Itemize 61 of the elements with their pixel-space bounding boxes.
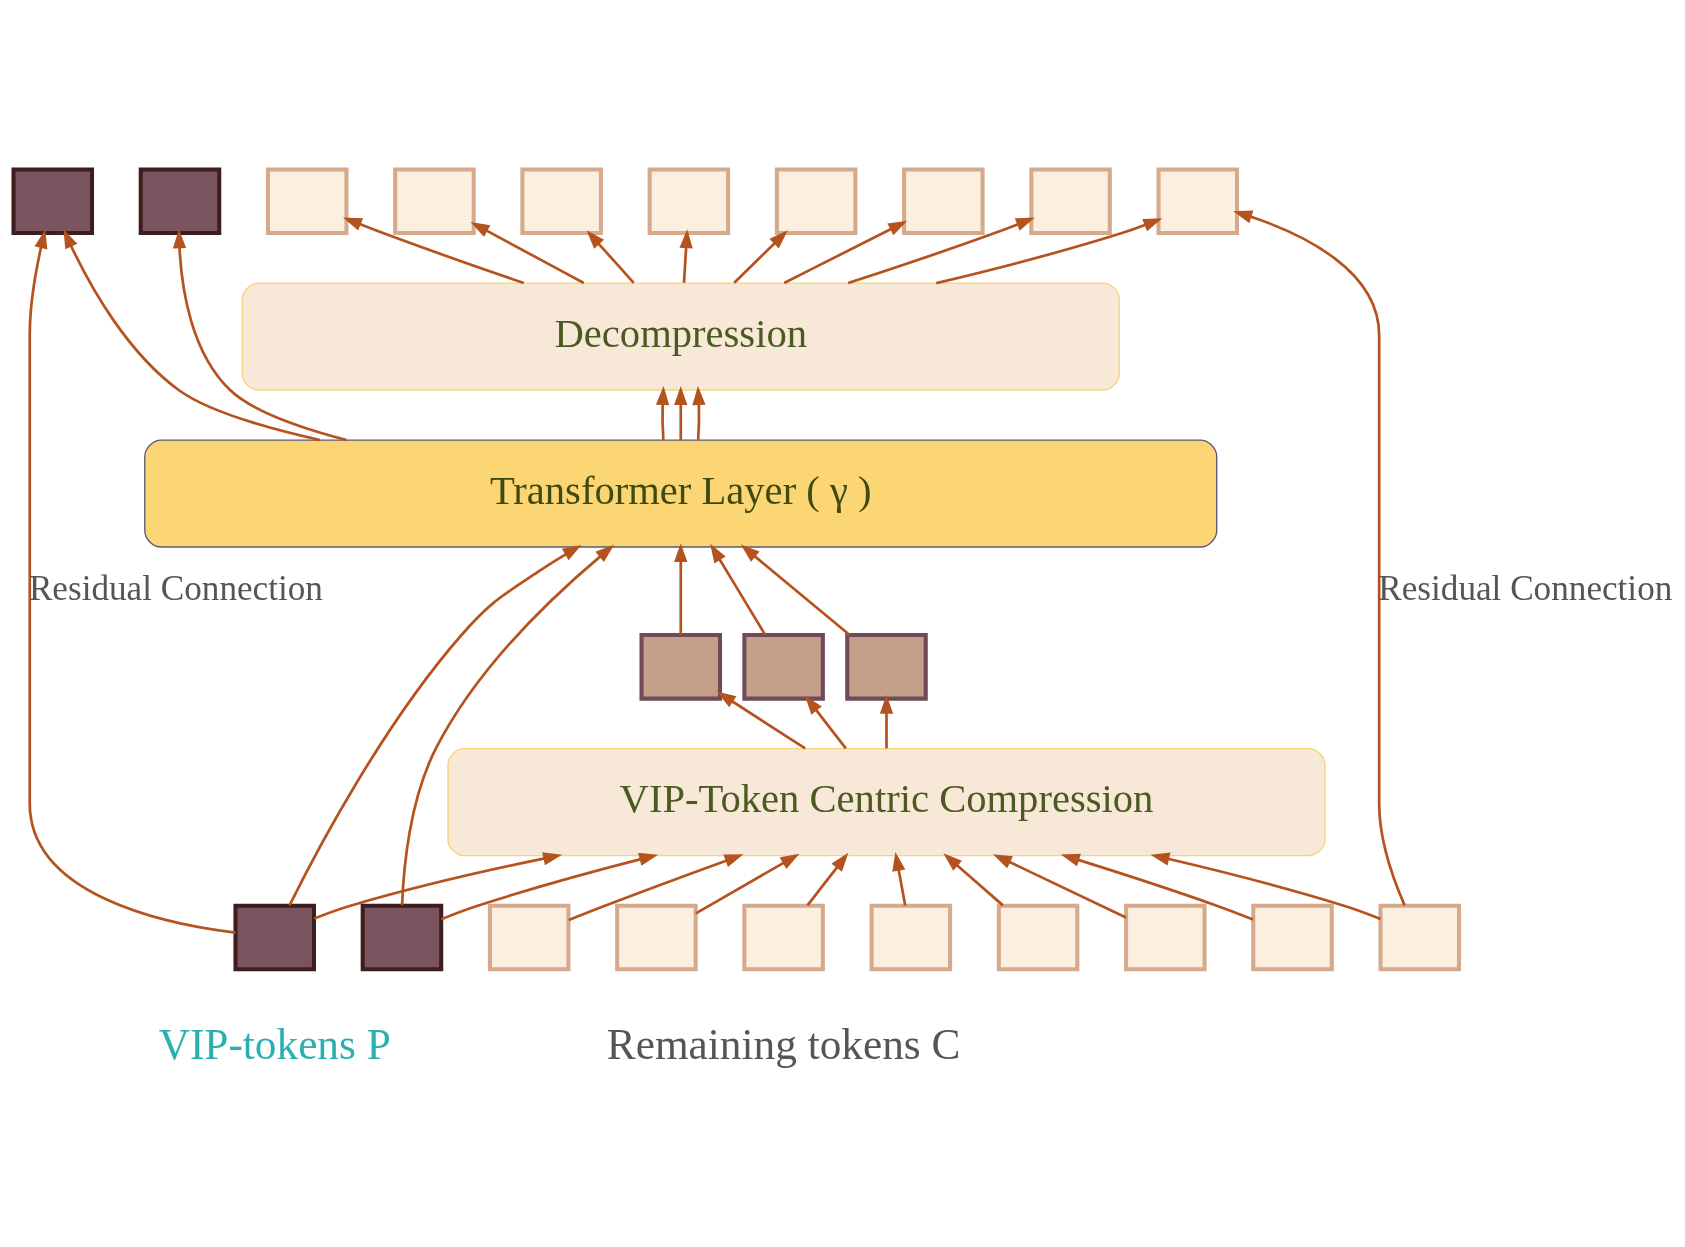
arrow [1150, 852, 1381, 921]
label: VIP-tokens P [158, 1020, 391, 1069]
arrow [342, 217, 525, 285]
arrow [936, 218, 1163, 285]
arrow [63, 229, 321, 442]
node-box [360, 903, 444, 972]
node-box [845, 632, 928, 701]
arrow [28, 229, 236, 935]
arrow [804, 695, 847, 750]
arrow [892, 851, 907, 906]
node-box [1378, 903, 1462, 972]
arrow [1233, 210, 1406, 906]
arrow [674, 386, 688, 440]
node-box [393, 167, 476, 236]
arrow [692, 386, 706, 441]
arrow [710, 543, 767, 636]
arrow [879, 694, 894, 749]
node-box [742, 632, 825, 701]
node-box [615, 903, 698, 972]
node-box [520, 167, 603, 236]
arrow [470, 222, 585, 285]
arrow [400, 544, 615, 906]
arrow [695, 853, 800, 915]
node-box [639, 632, 723, 701]
node-box [1029, 167, 1112, 236]
arrow [943, 853, 1004, 907]
arrow [806, 852, 849, 907]
node-box [1251, 903, 1334, 972]
node-box: Transformer Layer ( γ ) [144, 439, 1218, 548]
node-box: Decompression [241, 282, 1120, 391]
node-box [265, 167, 349, 236]
arrow [674, 543, 688, 635]
node-box [774, 167, 858, 236]
node-box [11, 167, 95, 236]
arrow [783, 220, 908, 285]
node-box [487, 903, 571, 972]
arrow [586, 230, 635, 284]
node-box [996, 903, 1080, 972]
node-box [138, 167, 222, 236]
node-box [902, 167, 985, 236]
node-box [233, 903, 316, 972]
node-box [742, 903, 825, 972]
arrow [440, 852, 659, 921]
arrow [740, 544, 851, 636]
arrow [1060, 853, 1254, 921]
node-box [869, 903, 953, 972]
arrow [568, 854, 744, 922]
arrow [172, 229, 347, 442]
node-box [1156, 167, 1240, 236]
arrow [716, 691, 806, 750]
arrow [847, 217, 1035, 285]
arrow [733, 230, 788, 284]
node-box: VIP-Token Centric Compression [447, 748, 1326, 857]
node-box [1124, 903, 1207, 972]
arrow [288, 545, 582, 906]
arrow [313, 852, 563, 920]
arrow [679, 229, 693, 283]
node-box [647, 167, 731, 236]
arrow [655, 386, 670, 441]
label: Remaining tokens C [606, 1020, 961, 1069]
arrow [992, 854, 1127, 919]
